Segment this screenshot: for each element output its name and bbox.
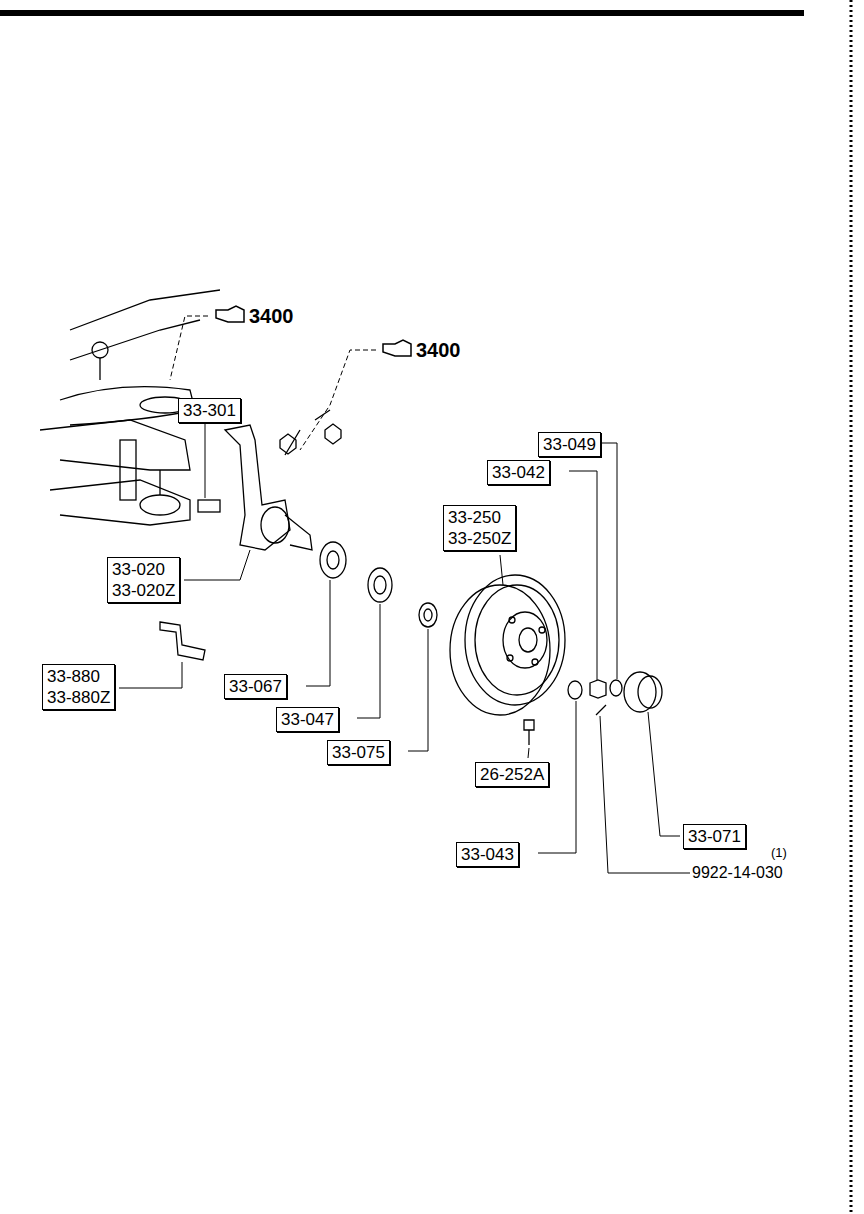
brake-drum — [450, 575, 565, 715]
part-number: 33-049 — [543, 434, 596, 455]
callout-box: 33-075 — [327, 740, 390, 765]
part-number: 26-252A — [480, 764, 544, 785]
callout-box: 33-067 — [224, 674, 287, 699]
knuckle — [198, 425, 312, 550]
part-number: 33-880 — [47, 666, 110, 687]
leader-lines — [119, 316, 690, 873]
part-number: 33-047 — [281, 709, 334, 730]
part-number: 33-250 — [448, 507, 511, 528]
callout-box: 33-88033-880Z — [42, 664, 115, 710]
hand-icon — [216, 306, 411, 356]
part-number: 33-301 — [183, 400, 236, 421]
seal-bearings — [320, 542, 437, 627]
top-rule — [0, 10, 804, 16]
reference-number: 3400 — [416, 339, 461, 362]
part-note: 9922-14-030 — [692, 864, 783, 882]
callout-box: 26-252A — [475, 762, 549, 787]
edge-pattern — [850, 0, 853, 1214]
callout-box: 33-047 — [276, 707, 339, 732]
callout-box: 33-043 — [456, 842, 519, 867]
part-number: 33-020Z — [112, 580, 175, 601]
part-number: 33-067 — [229, 676, 282, 697]
part-number: 33-071 — [688, 826, 741, 847]
bracket — [160, 622, 205, 660]
part-number: 33-043 — [461, 844, 514, 865]
callout-box: 33-02033-020Z — [107, 557, 180, 603]
reference-number: 3400 — [249, 305, 294, 328]
part-number: 33-075 — [332, 742, 385, 763]
callout-box: 33-042 — [487, 460, 550, 485]
hub-parts — [524, 672, 662, 745]
part-note: (1) — [771, 845, 787, 860]
part-number: 33-250Z — [448, 528, 511, 549]
callout-box: 33-049 — [538, 432, 601, 457]
callout-box: 33-301 — [178, 398, 241, 423]
part-number: 33-020 — [112, 559, 175, 580]
part-number: 33-042 — [492, 462, 545, 483]
part-number: 33-880Z — [47, 687, 110, 708]
callout-box: 33-071 — [683, 824, 746, 849]
nuts-pins — [280, 410, 341, 455]
callout-box: 33-25033-250Z — [443, 505, 516, 551]
